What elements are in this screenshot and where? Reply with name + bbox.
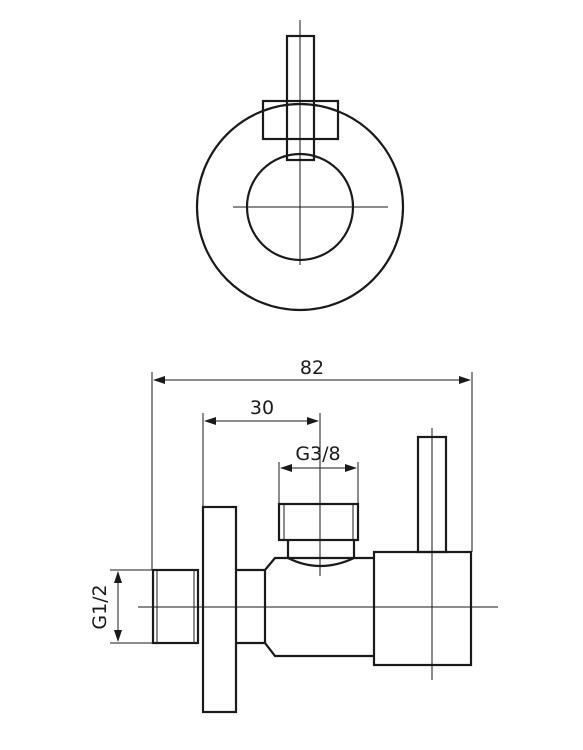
dimension-inlet-offset-label: 30 [250,397,274,419]
side-view [138,428,498,714]
valve-head [372,550,473,667]
dimension-outlet-thread: G3/8 [278,443,359,504]
wall-flange [201,505,238,714]
dimension-overall-label: 82 [300,357,324,379]
top-view [195,20,405,312]
dimension-inlet-thread: G1/2 [89,569,153,644]
dimension-inlet-thread-label: G1/2 [89,584,111,629]
outlet-nut [277,502,360,542]
dimension-overall: 82 [151,357,473,570]
outlet-neck [286,540,356,568]
dimension-inlet-offset: 30 [202,397,321,507]
dimension-outlet-thread-label: G3/8 [295,443,340,465]
